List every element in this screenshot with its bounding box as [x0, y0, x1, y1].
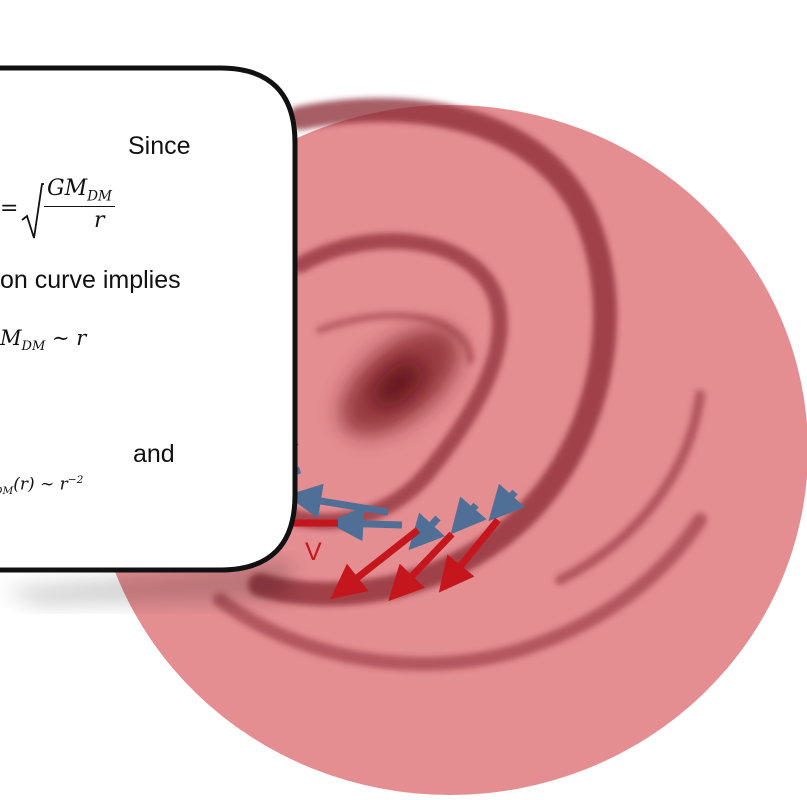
density-proportional: (r) ∼ r [13, 474, 68, 495]
dm-subscript: DM [87, 188, 112, 205]
equals-sign: = [0, 196, 19, 221]
callout-box [0, 65, 298, 573]
velocity-arrow [330, 527, 421, 600]
velocity-arrow [438, 517, 501, 593]
gravity-arrow [488, 483, 525, 522]
mass-subscript: DM [21, 339, 46, 355]
since-label: Since [128, 132, 191, 160]
density-subscript: DM [0, 485, 14, 498]
density-relation: DM(r) ∼ r−2 [0, 474, 83, 497]
velocity-arrow [388, 531, 455, 602]
gravity-arrow [286, 483, 389, 519]
velocity-arrows [290, 517, 501, 602]
velocity-label: V [305, 538, 322, 566]
gravity-arrow [408, 512, 445, 551]
density-exponent: −2 [67, 474, 84, 486]
velocity-equation: = GMDM r [0, 176, 200, 250]
r-denominator: r [94, 208, 105, 233]
gravity-arrow [328, 506, 403, 542]
mass-relation: MDM ∼ r [0, 326, 86, 354]
galactic-core [372, 361, 424, 407]
mass-symbol: M [0, 326, 22, 350]
curve-implies-text: on curve implies [0, 266, 181, 294]
and-label: and [133, 440, 175, 468]
gm-symbol: GM [47, 176, 88, 201]
gravity-arrow [450, 496, 487, 535]
sqrt-sign [21, 183, 44, 239]
mass-proportional: ∼ r [51, 326, 87, 350]
